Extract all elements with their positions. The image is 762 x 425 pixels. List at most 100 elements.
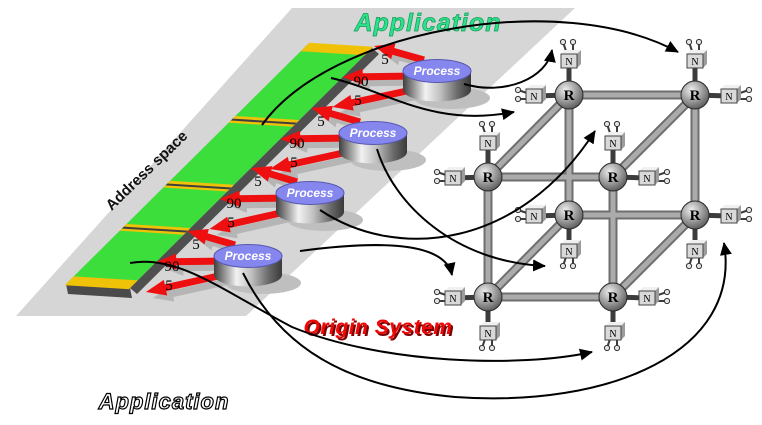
router-r1: R xyxy=(554,80,584,110)
node-box-top xyxy=(480,132,500,136)
node-box-face xyxy=(720,88,738,104)
router-r7: R xyxy=(473,282,503,312)
router-sphere xyxy=(680,80,710,110)
node-box-side xyxy=(542,85,546,103)
router-sphere xyxy=(473,282,503,312)
node-box-face xyxy=(479,135,497,151)
pin-ball xyxy=(663,297,671,305)
node-box-side xyxy=(542,205,546,223)
pin-ball xyxy=(488,120,496,128)
pin-ball xyxy=(745,95,753,103)
node-box-face xyxy=(444,170,462,186)
node-box-top xyxy=(721,85,741,89)
node-box-side xyxy=(461,167,465,185)
pin-ball xyxy=(613,344,621,352)
node-box-face xyxy=(686,243,704,259)
node-label: N xyxy=(530,212,537,223)
node-box-top xyxy=(445,167,465,171)
router-sphere xyxy=(680,200,710,230)
node-box-top xyxy=(687,50,707,54)
process-cylinder-top xyxy=(338,121,408,145)
router-label: R xyxy=(608,290,619,306)
node-box-top xyxy=(526,85,546,89)
node-label: N xyxy=(449,174,456,185)
node-label: N xyxy=(609,139,616,150)
node-box-top xyxy=(480,322,500,326)
pin-ball xyxy=(745,215,753,223)
node-box-side xyxy=(496,322,500,340)
compute-node-r8-right: N xyxy=(612,287,671,306)
pin-ball xyxy=(663,168,671,176)
pin-ball xyxy=(488,344,496,352)
node-box-side xyxy=(621,132,625,150)
router-sphere xyxy=(554,200,584,230)
node-box-face xyxy=(604,135,622,151)
router-label: R xyxy=(690,88,701,104)
pin-ball xyxy=(559,38,567,46)
node-box-face xyxy=(560,243,578,259)
process-name: Process xyxy=(414,64,461,78)
node-box-side xyxy=(621,322,625,340)
process-name: Process xyxy=(350,126,397,140)
node-label: N xyxy=(565,247,572,258)
pin-ball xyxy=(569,262,577,270)
process-name: Process xyxy=(225,249,272,263)
segment-divider-line-2 xyxy=(165,183,232,190)
process-cylinder-top xyxy=(213,244,283,268)
node-box-top xyxy=(561,240,581,244)
pin-ball xyxy=(433,168,441,176)
origin-system-title: Origin System xyxy=(304,316,453,339)
network-link-highlight xyxy=(486,93,571,179)
pin-ball xyxy=(613,120,621,128)
map-segment-to-node-front-bottom xyxy=(129,260,593,362)
node-box-face xyxy=(479,325,497,341)
map-p3-to-node-front-top xyxy=(319,130,596,240)
compute-node-r5-down: N xyxy=(559,215,581,270)
node-box-top xyxy=(687,240,707,244)
router-r6: R xyxy=(680,200,710,230)
pin-ball xyxy=(514,215,522,223)
pin-ball xyxy=(745,86,753,94)
map-p1-to-node-top-left xyxy=(463,49,556,89)
node-box-face xyxy=(604,325,622,341)
node-box-side xyxy=(496,132,500,150)
segment-cap-bottom xyxy=(64,276,138,290)
node-box-face xyxy=(444,290,462,306)
segment-cap-top xyxy=(300,42,374,56)
pin-ball xyxy=(603,344,611,352)
node-box-side xyxy=(703,240,707,258)
pin-ball xyxy=(433,177,441,185)
node-box-top xyxy=(526,205,546,209)
pin-ball xyxy=(559,262,567,270)
application-bottom-title: Application xyxy=(98,389,230,414)
compute-node-r4-right: N xyxy=(612,167,671,186)
map-p3-to-node-front-left xyxy=(299,244,456,276)
pin-ball xyxy=(478,120,486,128)
pin-ball xyxy=(663,177,671,185)
node-box-face xyxy=(525,88,543,104)
process-name: Process xyxy=(287,186,334,200)
origin-system-title-shadow: Origin System xyxy=(306,318,455,341)
node-label: N xyxy=(691,57,698,68)
node-label: N xyxy=(691,247,698,258)
compute-node-r5-left: N xyxy=(514,205,570,224)
compute-node-r7-left: N xyxy=(433,287,489,306)
router-label: R xyxy=(608,170,619,186)
node-box-face xyxy=(560,53,578,69)
node-label: N xyxy=(565,57,572,68)
node-box-side xyxy=(703,50,707,68)
pin-ball xyxy=(745,206,753,214)
network-link-highlight xyxy=(611,93,697,179)
node-box-side xyxy=(577,240,581,258)
router-sphere xyxy=(554,80,584,110)
router-label: R xyxy=(564,88,575,104)
node-label: N xyxy=(725,212,732,223)
weight-label: 90 xyxy=(227,196,242,212)
node-box-face xyxy=(720,208,738,224)
router-r8: R xyxy=(598,282,628,312)
node-box-top xyxy=(605,322,625,326)
